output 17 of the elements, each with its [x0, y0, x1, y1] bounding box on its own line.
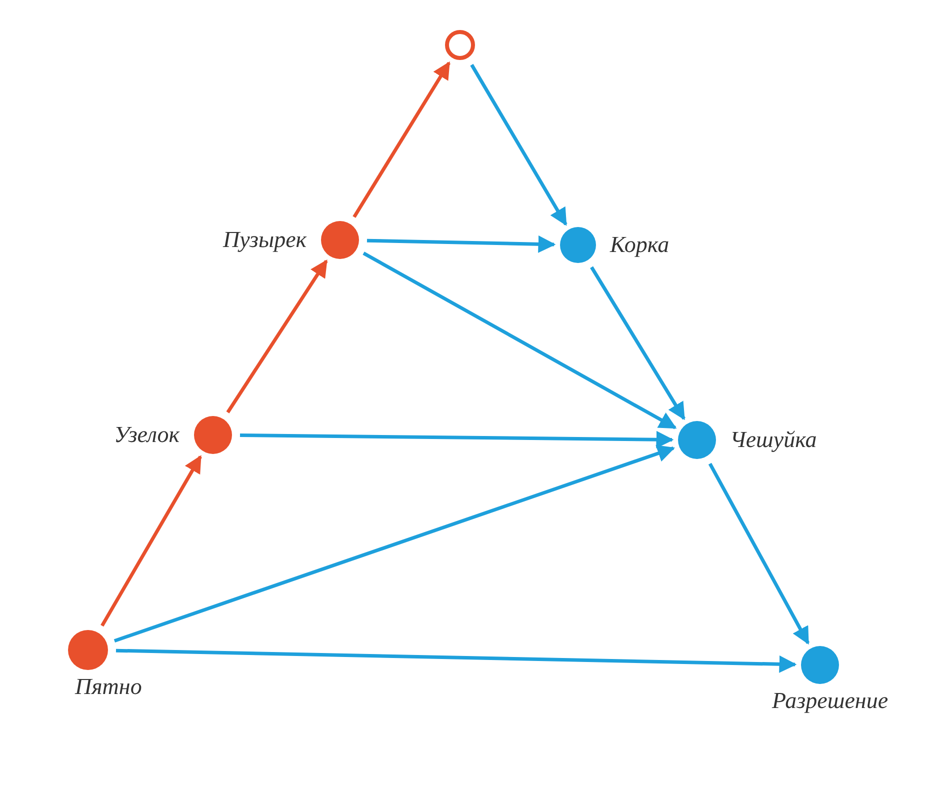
- arrow: [470, 64, 568, 226]
- stage-label: Чешуйка: [730, 427, 817, 453]
- arrow: [100, 455, 202, 627]
- arrow: [366, 235, 556, 253]
- arrow: [240, 430, 674, 448]
- arrow: [708, 462, 810, 645]
- stage-label: Узелок: [114, 422, 180, 448]
- stage-label: Разрешение: [772, 688, 888, 714]
- stage-label: Пузырек: [223, 227, 307, 253]
- arrow: [114, 445, 676, 643]
- arrow: [226, 259, 328, 414]
- stage-label: Корка: [610, 232, 670, 258]
- stage-label: Пятно: [75, 674, 142, 700]
- arrow: [362, 252, 677, 430]
- arrow: [116, 648, 797, 673]
- arrow: [352, 61, 450, 218]
- arrow: [590, 266, 686, 420]
